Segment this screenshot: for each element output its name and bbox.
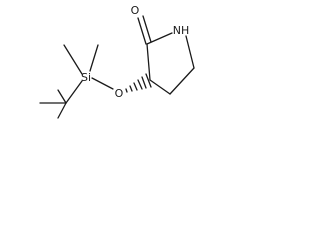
atom-labels: O NH Si O <box>81 4 189 100</box>
bond-tbu-si <box>65 80 83 104</box>
bond-n-c5 <box>185 35 195 69</box>
bond-tbu-methyl-top <box>57 89 67 104</box>
bond-c2-o-double-b <box>142 15 152 43</box>
bond-tbu-methyl-bottom <box>57 102 67 119</box>
atom-nitrogen: NH <box>173 24 190 37</box>
bond-c2-o-double-a <box>137 17 147 45</box>
atom-oxygen-ether: O <box>115 87 124 100</box>
bonds <box>39 15 195 119</box>
bond-c5-c4 <box>169 67 195 95</box>
bond-si-methyl-right <box>89 44 99 72</box>
atom-silicon: Si <box>81 71 91 84</box>
bond-si-o <box>91 77 114 90</box>
bond-c3-c2 <box>146 43 151 81</box>
bond-si-methyl-left <box>63 44 83 75</box>
atom-oxygen-carbonyl: O <box>131 4 140 17</box>
hashed-wedge-bond <box>125 73 152 93</box>
bond-c4-c3 <box>149 79 171 95</box>
structure-diagram: O NH Si O <box>39 4 195 119</box>
